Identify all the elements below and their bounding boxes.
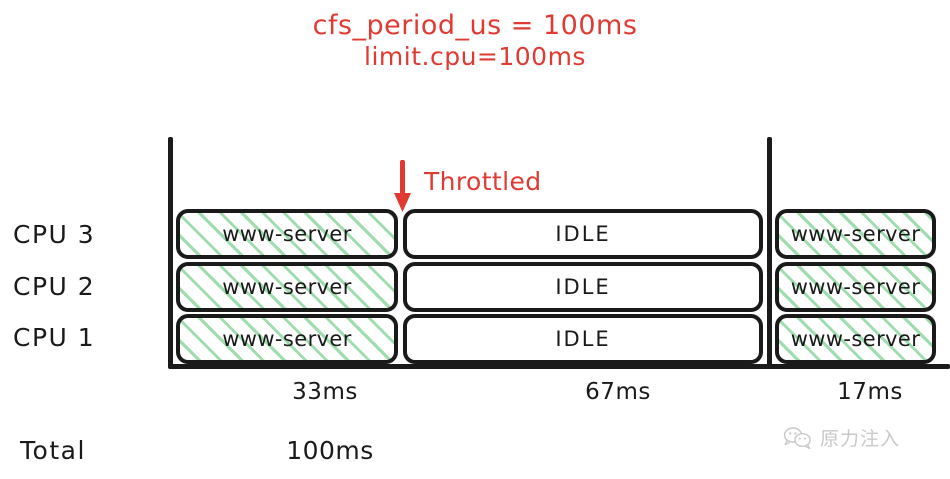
- timeline-baseline: [168, 364, 950, 369]
- timeline-block-tail-cpu2: www-server: [775, 262, 936, 312]
- timeline-block-running-cpu1: www-server: [176, 314, 398, 364]
- title-line-cfs-period: cfs_period_us = 100ms: [312, 10, 638, 41]
- time-label-tail: 17ms: [837, 379, 903, 405]
- block-label: www-server: [222, 222, 352, 246]
- cpu-row-label-3: CPU 3: [13, 220, 96, 249]
- total-value: 100ms: [286, 436, 374, 465]
- block-label: www-server: [222, 327, 352, 351]
- timeline-block-tail-cpu3: www-server: [775, 209, 936, 259]
- timeline-block-running-cpu2: www-server: [176, 262, 398, 312]
- block-label: www-server: [790, 327, 921, 351]
- timeline-block-idle-cpu2: IDLE: [403, 262, 763, 312]
- timeline-block-idle-cpu1: IDLE: [403, 314, 763, 364]
- cpu-row-label-1: CPU 1: [13, 323, 96, 352]
- timeline-block-idle-cpu3: IDLE: [403, 209, 763, 259]
- title-line-limit-cpu: limit.cpu=100ms: [364, 41, 586, 71]
- block-label: IDLE: [555, 222, 611, 246]
- watermark-text: 原力注入: [820, 428, 901, 450]
- diagram-title: cfs_period_us = 100ms limit.cpu=100ms: [0, 10, 950, 71]
- block-label: IDLE: [555, 327, 611, 351]
- period-end-divider: [767, 137, 772, 368]
- cpu-row-label-2: CPU 2: [13, 272, 96, 301]
- arrow-down-icon: [394, 160, 411, 212]
- block-label: www-server: [222, 275, 352, 299]
- total-label: Total: [20, 436, 86, 465]
- watermark: 原力注入: [783, 424, 900, 451]
- block-label: www-server: [790, 275, 921, 299]
- time-label-running: 33ms: [292, 379, 358, 405]
- block-label: IDLE: [555, 275, 611, 299]
- throttled-label: Throttled: [424, 167, 542, 196]
- block-label: www-server: [790, 222, 921, 246]
- time-label-idle: 67ms: [585, 379, 651, 405]
- wechat-logo-icon: [783, 426, 811, 449]
- timeline-block-running-cpu3: www-server: [176, 209, 398, 259]
- period-start-divider: [168, 137, 173, 368]
- timeline-block-tail-cpu1: www-server: [775, 314, 936, 364]
